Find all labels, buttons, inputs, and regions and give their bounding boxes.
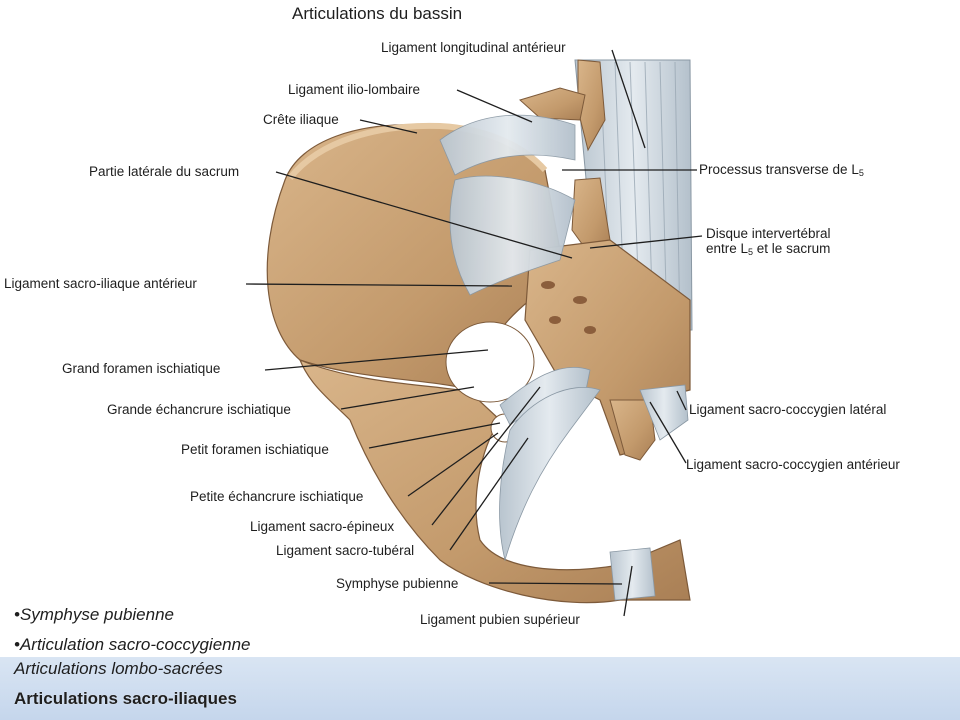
label-processus-transverse-sub: 5 (858, 168, 864, 178)
bottom-band: Articulations lombo-sacrées Articulation… (0, 657, 960, 720)
label-disque-line2-suffix: et le sacrum (753, 241, 831, 256)
pubic-symphysis (609, 547, 656, 601)
iliolumbar-ligament (439, 114, 576, 176)
sacrococcygeal-ligaments (639, 384, 689, 441)
label-partie-laterale-sacrum: Partie latérale du sacrum (89, 164, 240, 179)
label-processus-transverse: Processus transverse de L5 (699, 162, 864, 181)
label-disque-line2-sub: 5 (748, 247, 754, 257)
label-ligament-sacro-coccygien-lateral: Ligament sacro-coccygien latéral (689, 402, 887, 417)
label-crete-iliaque: Crête iliaque (263, 112, 339, 127)
label-disque-line1: Disque intervertébral (706, 226, 831, 241)
coccyx (609, 399, 656, 461)
leader-lines (245, 49, 703, 617)
label-ligament-sacro-tuberal: Ligament sacro-tubéral (276, 543, 415, 558)
bullet-item: •Articulation sacro-coccygienne (14, 635, 251, 654)
bullet-list: •Symphyse pubienne •Articulation sacro-c… (14, 600, 251, 660)
bottom-row-lombo-sacrees: Articulations lombo-sacrées (14, 659, 223, 678)
label-ligament-longitudinal-anterieur: Ligament longitudinal antérieur (381, 40, 566, 55)
label-ligament-ilio-lombaire: Ligament ilio-lombaire (288, 82, 421, 97)
label-ligament-sacro-coccygien-anterieur: Ligament sacro-coccygien antérieur (686, 457, 900, 472)
label-disque-line2-prefix: entre L (706, 241, 749, 256)
label-ligament-pubien-superieur: Ligament pubien supérieur (420, 612, 580, 627)
label-petit-foramen-ischiatique: Petit foramen ischiatique (181, 442, 329, 457)
label-ligament-sacro-epineux: Ligament sacro-épineux (250, 519, 395, 534)
transverse-process-l5 (519, 87, 586, 121)
figure-title: Articulations du bassin (292, 4, 463, 23)
label-grande-echancrure-ischiatique: Grande échancrure ischiatique (107, 402, 291, 417)
bullet-item: •Symphyse pubienne (14, 605, 174, 624)
bottom-row-sacro-iliaques: Articulations sacro-iliaques (14, 689, 237, 708)
label-ligament-sacro-iliaque-anterieur: Ligament sacro-iliaque antérieur (4, 276, 197, 291)
label-petite-echancrure-ischiatique: Petite échancrure ischiatique (190, 489, 364, 504)
label-grand-foramen-ischiatique: Grand foramen ischiatique (62, 361, 221, 376)
sacral-foramina (541, 281, 596, 334)
anterior-sacroiliac-ligament (449, 175, 576, 296)
greater-sciatic-foramen (445, 321, 535, 403)
sacrotuberous-ligament (499, 387, 601, 562)
label-processus-transverse-text: Processus transverse de L (699, 162, 859, 177)
label-symphyse-pubienne: Symphyse pubienne (336, 576, 459, 591)
label-disque-line2: entre L5 et le sacrum (706, 241, 830, 260)
